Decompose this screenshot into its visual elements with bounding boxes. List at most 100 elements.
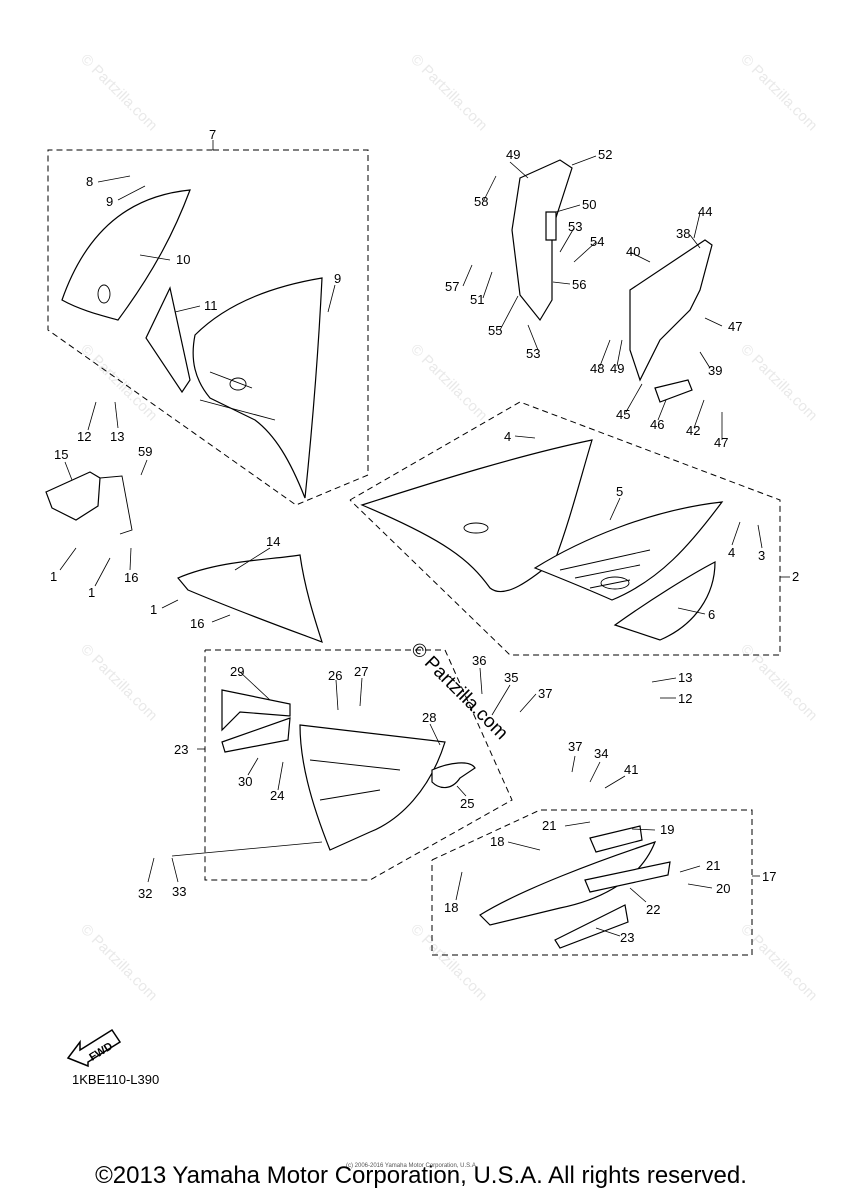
watermark-text: © Partzilla.com [737,341,820,424]
callout-39: 39 [708,363,722,378]
part-17-cover [479,841,657,926]
callout-36: 36 [472,653,486,668]
callout-1c: 1 [150,602,157,617]
callout-4a: 4 [504,429,511,444]
callout-43: 45 [616,407,630,422]
watermark-text: © Partzilla.com [77,51,160,134]
callout-51: 51 [470,292,484,307]
callout-24: 23 [174,742,188,757]
callout-18b: 18 [444,900,458,915]
callout-33: 34 [594,746,608,761]
callout-44: 46 [650,417,664,432]
callout-47: 48 [590,361,604,376]
part-22-strip [584,861,671,893]
part-5-graphic [533,501,724,601]
callout-7: 7 [209,127,216,142]
callout-19: 19 [660,822,674,837]
group-24-outline [204,649,513,881]
part-49-stay [511,159,573,322]
callout-37b: 37 [568,739,582,754]
callout-10: 10 [176,252,190,267]
callout-8: 8 [86,174,93,189]
callout-59: 59 [138,444,152,459]
part-19-strip [589,825,643,853]
small-copyright: (c) 2006-2016 Yamaha Motor Corporation, … [346,1163,478,1169]
callout-16a: 16 [124,570,138,585]
part-6-lower-panel [613,561,716,641]
upper-cowl [192,277,323,499]
callout-21a: 21 [542,818,556,833]
callout-37a: 37 [538,686,552,701]
callout-1a: 1 [50,569,57,584]
part-44-pad [654,379,693,403]
callout-38: 38 [676,226,690,241]
watermark-text: © Partzilla.com [737,921,820,1004]
part-38-stay [629,239,713,382]
callout-28b: 28 [422,710,436,725]
callout-42: 44 [698,204,712,219]
group-2-outline [349,401,781,656]
part-11-inner-panel [145,286,191,394]
callout-16b: 16 [190,616,204,631]
diagram-code: 1KBE110-L390 [72,1072,160,1087]
callout-55: 55 [488,323,502,338]
watermark-text: © Partzilla.com [77,641,160,724]
part-2-side-cowl [360,439,593,593]
group-17-outline [431,809,753,956]
callout-5: 5 [616,484,623,499]
callout-23: 23 [620,930,634,945]
callout-34: 41 [624,762,638,777]
callout-57: 57 [445,279,459,294]
watermark-text: © Partzilla.com [737,51,820,134]
callout-25: 24 [270,788,284,803]
callout-53b: 53 [526,346,540,361]
callout-18a: 18 [490,834,504,849]
callout-13b: 13 [678,670,692,685]
watermark-text: © Partzilla.com [737,641,820,724]
callout-12b: 12 [678,691,692,706]
callout-3: 3 [758,548,765,563]
callout-13: 13 [110,429,124,444]
callout-28a: 27 [354,664,368,679]
callouts: 7 8 9 10 11 9 12 13 15 59 1 1 16 14 1 16… [50,127,799,945]
callout-21b: 21 [706,858,720,873]
part-30-panel [221,717,291,753]
copyright-notice: ©2013 Yamaha Motor Corporation, U.S.A. A… [95,1162,747,1189]
callout-54: 54 [590,234,604,249]
part-23-graphic [554,904,629,949]
callout-27: 26 [328,668,342,683]
callout-35: 35 [504,670,518,685]
callout-22: 22 [646,902,660,917]
part-14-under-panel [177,554,323,643]
callout-31: 32 [138,886,152,901]
center-watermark: © Partzilla.com [406,639,511,744]
callout-1b: 1 [88,585,95,600]
callout-50: 50 [582,197,596,212]
watermark-text: © Partzilla.com [407,51,490,134]
callout-6: 6 [708,607,715,622]
callout-58: 58 [474,194,488,209]
part-10-windscreen-panel [61,189,191,321]
callout-17: 17 [762,869,776,884]
callout-53a: 53 [568,219,582,234]
part-24-cover [299,724,446,851]
callout-4b: 4 [728,545,735,560]
watermark-text: © Partzilla.com [77,921,160,1004]
callout-52: 52 [598,147,612,162]
callout-49: 49 [506,147,520,162]
watermark-text: © Partzilla.com [77,341,160,424]
part-29-strip [221,689,291,732]
callout-32: 33 [172,884,186,899]
watermark-text: © Partzilla.com [407,921,490,1004]
watermark-text: © Partzilla.com [407,341,490,424]
callout-9b: 9 [334,271,341,286]
fwd-arrow-icon: FWD [66,1028,122,1068]
group-7-outline [47,149,369,506]
callout-45: 47 [714,435,728,450]
callout-14: 14 [266,534,280,549]
callout-41: 42 [686,423,700,438]
callout-9: 9 [106,194,113,209]
callout-29: 29 [230,664,244,679]
callout-15: 15 [54,447,68,462]
